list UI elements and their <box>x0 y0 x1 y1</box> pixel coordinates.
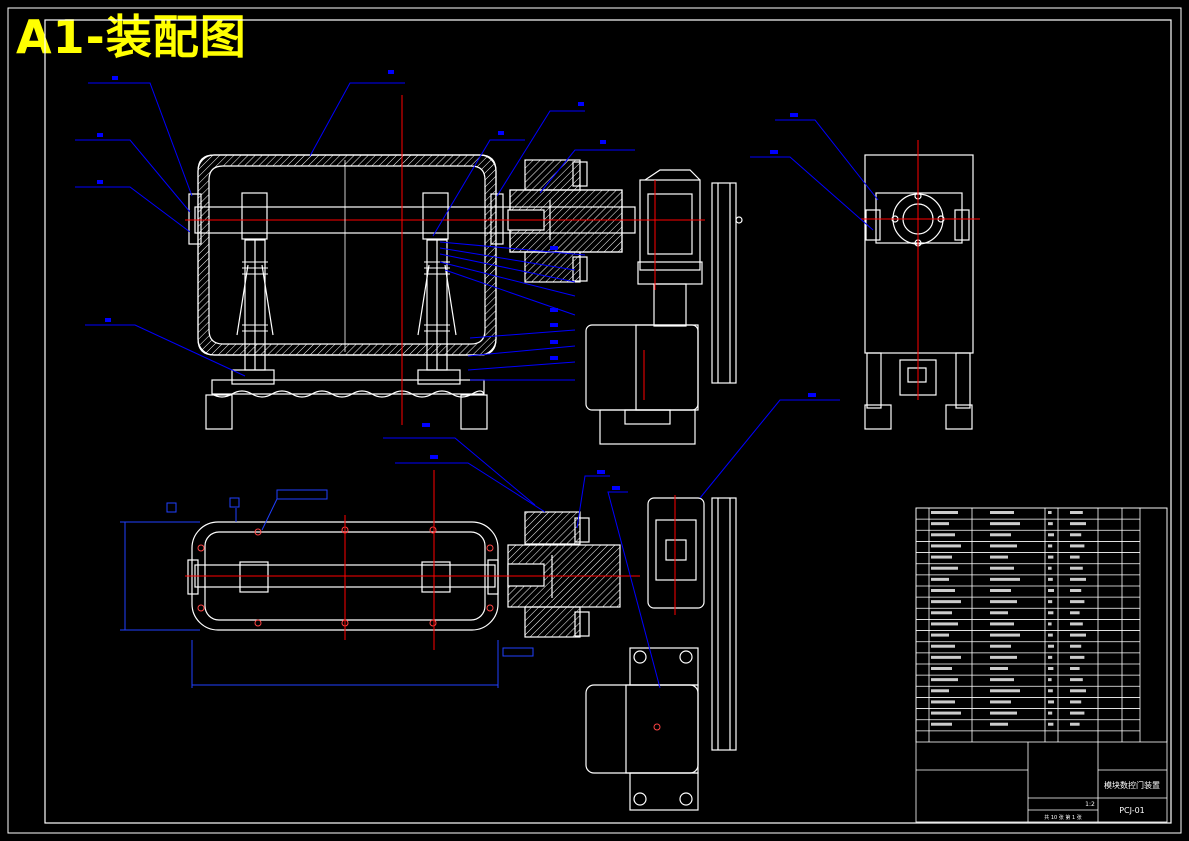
parts-row-mark <box>1048 644 1054 648</box>
top-motor <box>585 684 699 774</box>
parts-row-mark <box>990 511 1014 514</box>
parts-row-mark <box>990 700 1011 704</box>
leader-lines <box>75 82 879 689</box>
parts-row-mark <box>1048 600 1053 604</box>
front-gearbox <box>639 179 701 271</box>
parts-row-mark <box>990 667 1008 670</box>
parts-row-mark <box>1048 711 1053 715</box>
parts-row-mark <box>1070 689 1086 693</box>
parts-row-mark <box>990 522 1020 526</box>
parts-row-mark <box>1070 700 1082 704</box>
parts-row-mark <box>1070 566 1083 570</box>
parts-row-mark <box>1048 678 1052 682</box>
parts-row-mark <box>1048 689 1053 693</box>
parts-row-mark <box>931 689 949 693</box>
parts-row-mark <box>990 678 1014 682</box>
sheet-title: A1-装配图 <box>16 10 247 64</box>
parts-row-mark <box>1070 577 1086 581</box>
drawing-number: PCJ-01 <box>1119 806 1145 815</box>
parts-row-mark <box>990 655 1017 659</box>
parts-row-mark <box>1048 655 1053 659</box>
parts-row-mark <box>1048 511 1052 514</box>
parts-row-mark <box>990 611 1008 615</box>
front-view <box>188 154 743 445</box>
parts-row-mark <box>931 511 958 514</box>
parts-row-mark <box>1048 555 1054 559</box>
parts-row-mark <box>990 544 1017 548</box>
parts-row-mark <box>1070 600 1085 604</box>
drawing-name: 模块数控门装置 <box>1104 780 1160 790</box>
parts-row-mark <box>990 566 1014 570</box>
parts-row-mark <box>931 522 949 526</box>
parts-row-mark <box>1048 589 1054 592</box>
top-gearbox <box>647 497 705 609</box>
parts-row-mark <box>990 711 1017 715</box>
parts-row-mark <box>990 589 1011 592</box>
side-view <box>864 154 974 430</box>
parts-row-mark <box>1070 644 1082 648</box>
parts-row-mark <box>990 577 1020 581</box>
top-view <box>187 497 737 811</box>
parts-row-mark <box>1048 566 1052 570</box>
parts-row-mark <box>1070 633 1086 637</box>
parts-row-mark <box>931 644 955 648</box>
drawing-frame <box>44 19 1172 824</box>
parts-row-mark <box>1048 667 1054 670</box>
parts-row-mark <box>931 700 955 704</box>
parts-row-mark <box>931 600 961 604</box>
parts-row-mark <box>1048 633 1053 637</box>
parts-row-mark <box>990 555 1008 559</box>
parts-row-mark <box>1070 544 1085 548</box>
parts-row-mark <box>1070 678 1083 682</box>
parts-row-mark <box>1070 555 1080 559</box>
sheet-info: 共 10 张 第 1 张 <box>1044 814 1082 821</box>
parts-row-mark <box>1048 622 1052 626</box>
parts-row-mark <box>990 689 1020 693</box>
parts-row-mark <box>1070 622 1083 626</box>
parts-row-mark <box>931 678 958 682</box>
parts-row-mark <box>931 655 961 659</box>
parts-row-mark <box>990 644 1011 648</box>
parts-list <box>915 507 1168 823</box>
parts-row-mark <box>1070 722 1080 726</box>
parts-row-mark <box>1070 711 1085 715</box>
parts-row-mark <box>990 533 1011 537</box>
parts-row-mark <box>1048 611 1054 615</box>
parts-row-mark <box>931 711 961 715</box>
parts-row-mark <box>931 533 955 537</box>
parts-row-mark <box>1070 655 1085 659</box>
parts-row-mark <box>931 722 952 726</box>
parts-row-mark <box>1070 667 1080 670</box>
parts-row-mark <box>931 566 958 570</box>
parts-row-mark <box>990 622 1014 626</box>
parts-row-mark <box>931 544 961 548</box>
parts-row-mark <box>990 600 1017 604</box>
parts-row-mark <box>1070 533 1082 537</box>
front-motor <box>585 324 699 411</box>
parts-row-mark <box>1048 577 1053 581</box>
parts-row-mark <box>1070 511 1083 514</box>
side-housing <box>864 154 974 354</box>
parts-row-mark <box>931 555 952 559</box>
parts-row-mark <box>931 622 958 626</box>
parts-row-mark <box>1070 522 1086 526</box>
parts-row-mark <box>1070 589 1082 592</box>
parts-row-mark <box>1048 722 1054 726</box>
parts-row-mark <box>931 577 949 581</box>
parts-row-mark <box>1070 611 1080 615</box>
parts-row-mark <box>1048 533 1054 537</box>
parts-row-mark <box>931 589 955 592</box>
parts-row-mark <box>1048 700 1054 704</box>
parts-row-mark <box>1048 544 1053 548</box>
drawing-scale: 1:2 <box>1085 801 1095 808</box>
parts-row-mark <box>1048 522 1053 526</box>
parts-row-mark <box>990 722 1008 726</box>
parts-row-mark <box>931 633 949 637</box>
parts-row-mark <box>931 611 952 615</box>
parts-row-mark <box>931 667 952 670</box>
parts-row-mark <box>990 633 1020 637</box>
sheet-border <box>7 7 1182 834</box>
front-base <box>211 379 485 395</box>
